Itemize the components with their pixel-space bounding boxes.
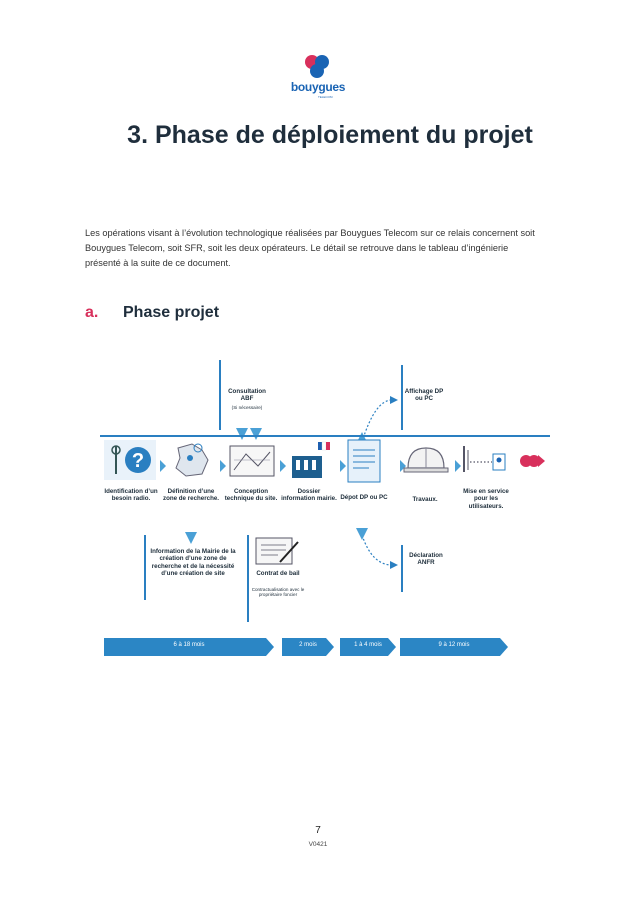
step-identification-label: Identification d’un besoin radio.: [104, 488, 158, 503]
declaration-anfr-label: Déclaration ANFR: [409, 552, 443, 567]
consultation-abf-note: (Si nécessaire): [231, 405, 263, 410]
duration-bar-4: 9 à 12 mois: [400, 638, 508, 656]
svg-text:?: ?: [132, 450, 144, 472]
consultation-abf-label: Consultation ABF: [228, 388, 266, 403]
section-letter: a.: [85, 304, 99, 321]
bouygues-mark-icon: [520, 455, 545, 467]
duration-bar-3-shape: [340, 638, 396, 656]
network-connection-icon: [463, 446, 506, 472]
duration-bar-2-label: 2 mois: [299, 642, 317, 648]
hard-hat-icon: [403, 447, 449, 473]
duration-bar-3: 1 à 4 mois: [340, 638, 396, 656]
step-travaux-label: Travaux.: [412, 496, 438, 503]
duration-bar-1-label: 6 à 18 mois: [173, 642, 205, 648]
duration-bar-1: 6 à 18 mois: [104, 638, 274, 656]
radio-question-icon: ?: [104, 440, 156, 480]
section-title: Phase projet: [123, 304, 220, 321]
step-definition-label: Définition d’une zone de recherche.: [162, 488, 220, 503]
contrat-label: Contrat de bail: [256, 570, 300, 577]
information-mairie-label: Information de la Mairie de la création …: [150, 548, 236, 578]
step-conception-label: Conception technique du site.: [224, 488, 278, 503]
duration-bar-2-shape: [282, 638, 334, 656]
duration-bar-4-label: 9 à 12 mois: [438, 642, 470, 648]
contrat-note: Contractualisation avec le propriétaire …: [251, 587, 305, 598]
logo-text: bouygues: [290, 80, 346, 94]
diagram-connectors: [144, 360, 461, 622]
step-depot-label: Dépot DP ou PC: [340, 494, 388, 501]
page-title: 3. Phase de déploiement du projet: [127, 121, 533, 149]
project-phase-diagram: Consultation ABF (Si nécessaire) Afficha…: [100, 360, 550, 660]
document-version: V0421: [308, 841, 328, 848]
affichage-label: Affichage DP ou PC: [404, 388, 444, 403]
duration-bar-3-label: 1 à 4 mois: [354, 642, 382, 648]
town-hall-icon: [292, 441, 330, 478]
contract-signature-icon: [255, 537, 299, 565]
page-number: 7: [315, 825, 321, 836]
step-mise-en-service-label: Mise en service pour les utilisateurs.: [463, 488, 509, 510]
intro-paragraph: Les opérations visant à l’évolution tech…: [85, 228, 535, 268]
document-form-icon: [347, 439, 381, 483]
technical-plan-icon: [229, 445, 275, 477]
step-dossier-label: Dossier information mairie.: [281, 488, 337, 503]
duration-bar-4-shape: [400, 638, 508, 656]
bouygues-logo-icon: [305, 55, 329, 78]
logo-subtext: TELECOM: [318, 95, 333, 99]
france-map-icon: [175, 443, 209, 477]
steps-band: [100, 435, 550, 437]
duration-bar-1-shape: [104, 638, 274, 656]
duration-bar-2: 2 mois: [282, 638, 334, 656]
